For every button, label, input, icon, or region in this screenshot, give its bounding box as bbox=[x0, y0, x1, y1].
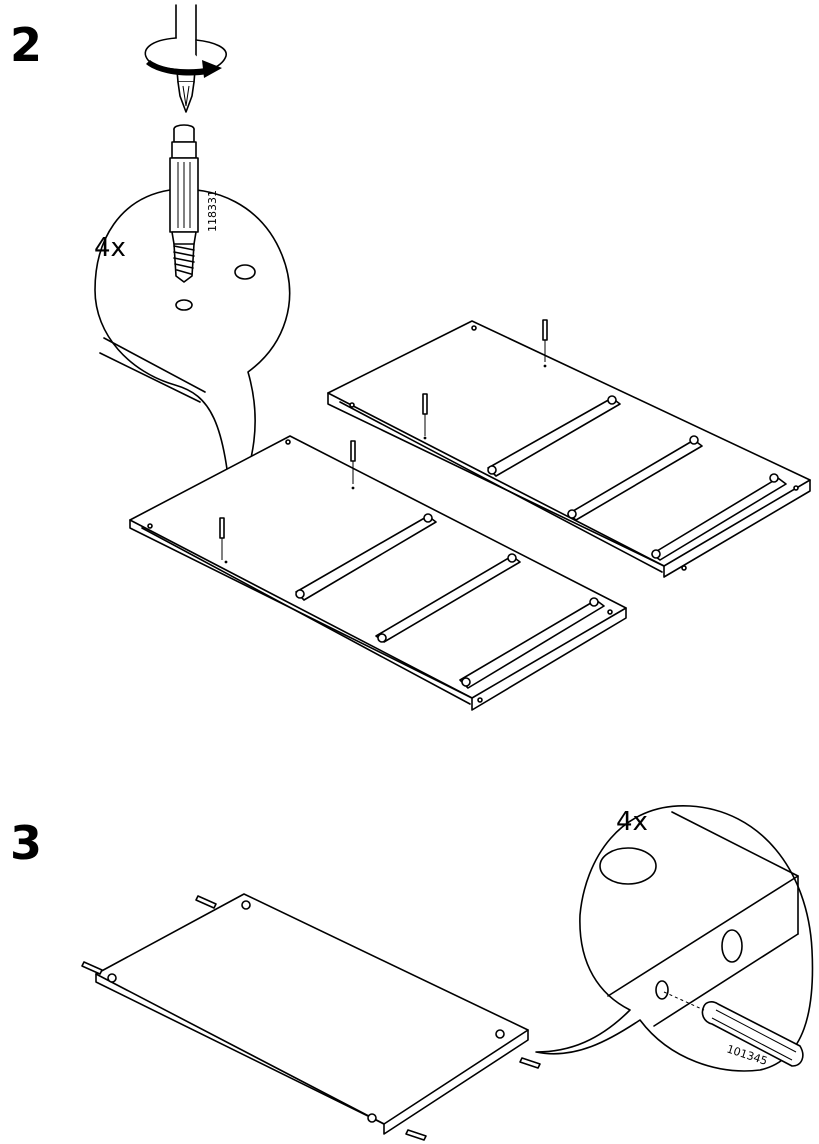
pre-drilled-hole-icon bbox=[234, 264, 256, 280]
front-panel bbox=[129, 435, 627, 711]
step-3-number: 3 bbox=[10, 816, 43, 870]
step-3-edge-dowels bbox=[81, 895, 541, 1141]
step-3-quantity: 4x bbox=[616, 807, 648, 837]
rotate-clockwise-arrow-icon bbox=[144, 37, 227, 78]
step-2-detail-callout bbox=[94, 188, 291, 519]
back-panel bbox=[327, 319, 811, 578]
step-3-detail-callout bbox=[535, 805, 814, 1072]
step-2-quantity: 4x bbox=[94, 233, 126, 263]
dowel-hole-icon bbox=[599, 847, 657, 885]
step-2-part-number: 118331 bbox=[206, 190, 219, 232]
step-3-panel bbox=[95, 893, 529, 1135]
wooden-dowel-icon bbox=[663, 991, 804, 1067]
target-hole-icon bbox=[175, 299, 193, 311]
threaded-dowel-pin-icon bbox=[169, 124, 199, 283]
step-2-number: 2 bbox=[10, 18, 43, 72]
